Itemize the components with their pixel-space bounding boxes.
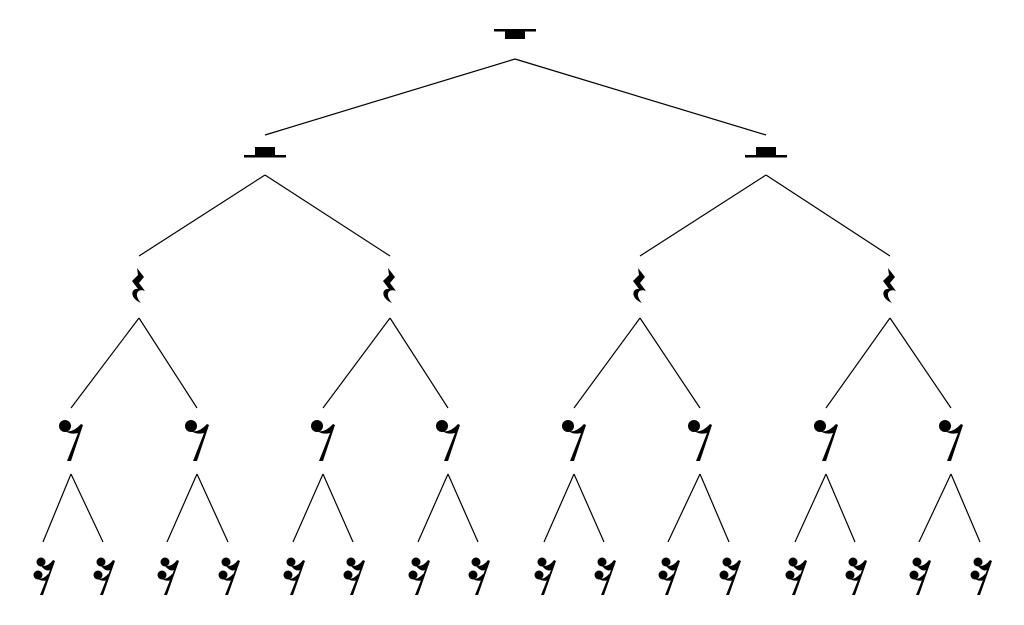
eighth-rest-icon [814,420,838,461]
sixteenth-rest-icon [594,557,616,595]
tree-edge [825,473,856,543]
sixteenth-rest-icon [534,557,556,595]
tree-edge [699,473,730,543]
half-rest-icon [745,147,787,158]
tree-edge [889,317,952,409]
tree-edge [322,473,354,543]
tree-edge [264,174,391,257]
quarter-rest-icon [383,268,396,303]
tree-edge [765,174,891,257]
tree-edge [825,317,891,409]
tree-edge [322,317,391,409]
tree-edge [794,473,827,543]
eighth-rest-icon [59,420,83,461]
tree-edge [573,317,641,409]
tree-edge [950,473,981,543]
sixteenth-rest-icon [658,557,680,595]
half-rest-icon [244,147,286,158]
tree-edge [514,58,767,136]
tree-edge [639,174,767,257]
tree-edge [573,473,605,543]
quarter-rest-icon [883,268,896,303]
tree-edge [543,473,575,543]
tree-edge [417,473,449,543]
eighth-rest-icon [311,420,335,461]
tree-edge [138,317,198,409]
sixteenth-rest-icon [785,557,807,595]
sixteenth-rest-icon [283,557,305,595]
tree-edge [138,174,266,257]
quarter-rest-icon [633,268,646,303]
eighth-rest-icon [185,420,209,461]
tree-edge [447,473,479,543]
whole-rest-icon [494,29,536,39]
sixteenth-rest-icon [909,557,931,595]
tree-edge [196,473,229,543]
tree-edge [639,317,701,409]
sixteenth-rest-icon [719,557,741,595]
sixteenth-rest-icon [343,557,365,595]
sixteenth-rest-icon [408,557,430,595]
tree-edge [389,317,449,409]
tree-edge [166,473,198,543]
sixteenth-rest-icon [157,557,179,595]
eighth-rest-icon [688,420,712,461]
tree-edge [70,317,140,409]
eighth-rest-icon [939,420,963,461]
tree-edge [264,58,516,136]
sixteenth-rest-icon [970,557,992,595]
sixteenth-rest-icon [468,557,490,595]
tree-edge [70,473,104,543]
sixteenth-rest-icon [218,557,240,595]
eighth-rest-icon [436,420,460,461]
eighth-rest-icon [562,420,586,461]
tree-edge [667,473,701,543]
tree-edge [292,473,324,543]
tree-edge [42,473,72,543]
tree-edges [42,58,981,543]
sixteenth-rest-icon [845,557,867,595]
sixteenth-rest-icon [33,557,55,595]
sixteenth-rest-icon [93,557,115,595]
tree-edge [918,473,952,543]
quarter-rest-icon [132,268,145,303]
tree-nodes [33,29,992,595]
